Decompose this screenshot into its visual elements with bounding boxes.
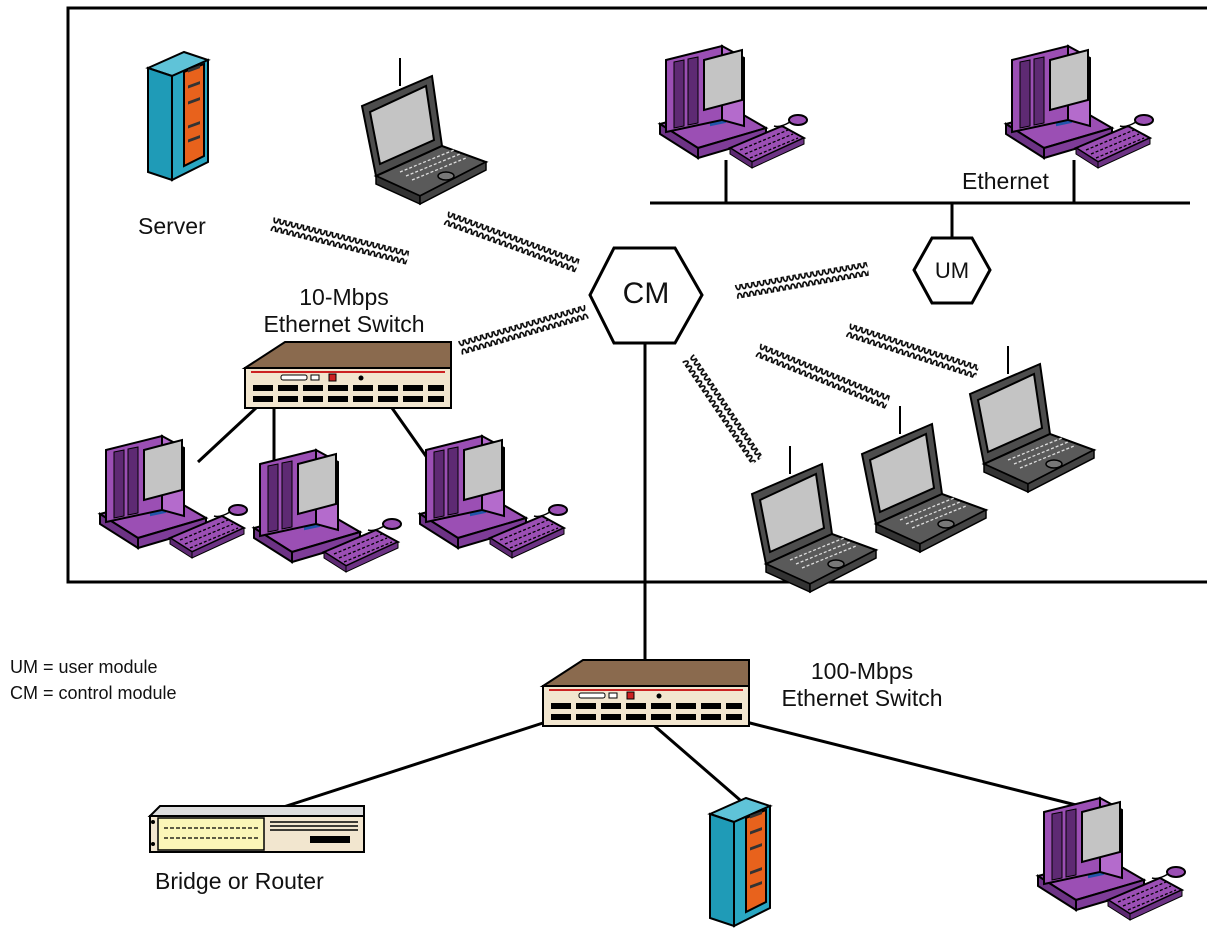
switch-100-label: 100-Mbps Ethernet Switch: [762, 658, 962, 712]
bridge-router-label: Bridge or Router: [155, 868, 324, 894]
enclosure-border: [66, 6, 1207, 584]
server-icon: [709, 797, 771, 927]
laptop-icon: [361, 57, 487, 205]
desktop-pc-icon: [419, 435, 568, 559]
laptop-icon: [861, 405, 987, 553]
um-hexagon: [912, 236, 992, 305]
ethernet-label: Ethernet: [962, 168, 1049, 194]
bridge-router-icon: [149, 805, 365, 853]
laptop-icon: [751, 445, 877, 593]
cm-hexagon: [588, 246, 704, 345]
legend: UM = user module CM = control module: [10, 654, 177, 706]
switch-10-label: 10-Mbps Ethernet Switch: [244, 284, 444, 338]
cm-label: CM: [622, 277, 670, 310]
switch-10-name: Ethernet Switch: [263, 311, 425, 337]
desktop-pc-icon: [1037, 797, 1186, 921]
laptop-icon: [969, 345, 1095, 493]
wired-links: [196, 160, 1190, 814]
ethernet-switch-icon: [244, 341, 452, 409]
legend-cm: CM = control module: [10, 683, 177, 703]
ethernet-switch-icon: [542, 659, 750, 727]
desktop-pc-icon: [253, 449, 402, 573]
desktop-pc-icon: [659, 45, 808, 169]
um-label: UM: [934, 258, 970, 283]
server-label: Server: [138, 213, 206, 239]
server-icon: [147, 51, 209, 181]
desktop-pc-icon: [99, 435, 248, 559]
wireless-links: [270, 211, 980, 465]
switch-100-name: Ethernet Switch: [781, 685, 943, 711]
desktop-pc-icon: [1005, 45, 1154, 169]
switch-10-speed: 10-Mbps: [299, 284, 389, 310]
legend-um: UM = user module: [10, 657, 158, 677]
switch-100-speed: 100-Mbps: [810, 658, 914, 684]
